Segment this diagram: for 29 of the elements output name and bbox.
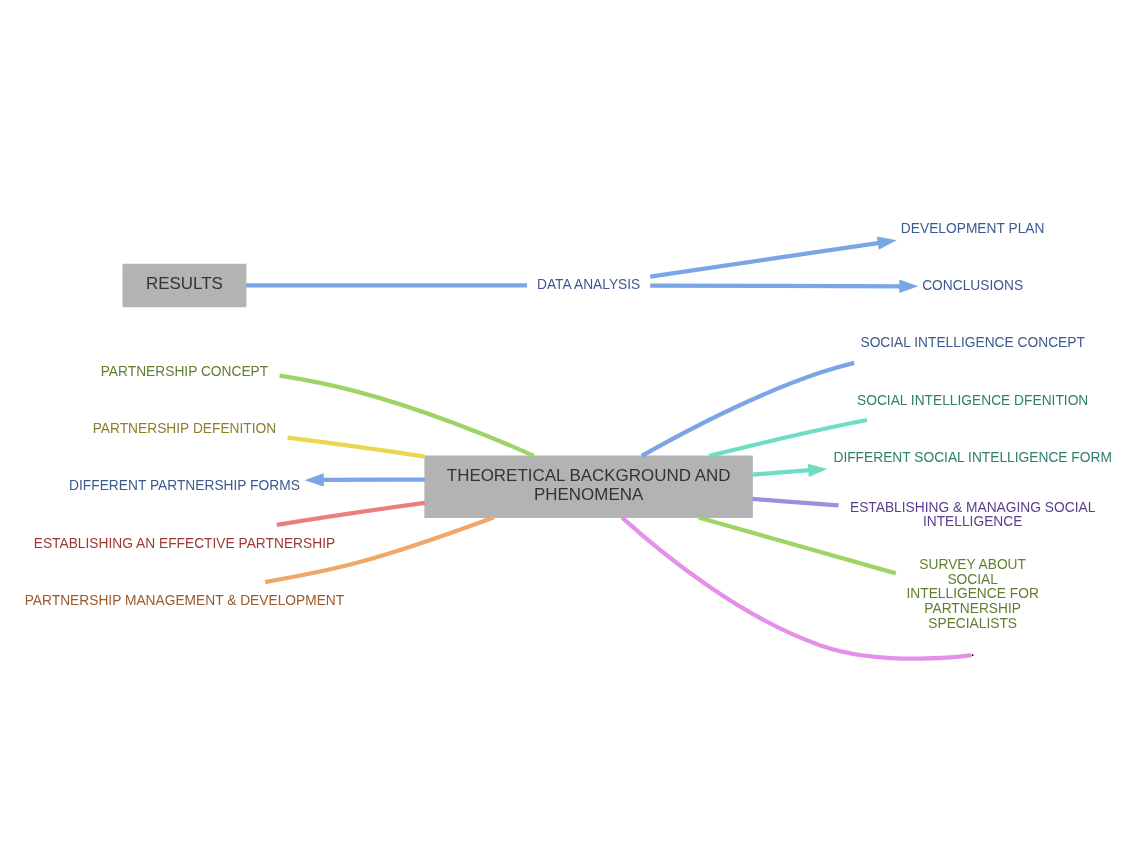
arrow <box>304 472 425 487</box>
node-text: SURVEY ABOUT SOCIAL INTELLIGENCE FOR PARTNERSHIP SPECIALISTS <box>906 556 1039 631</box>
arrow <box>752 463 828 477</box>
node-text: CONCLUSIONS <box>922 277 1024 293</box>
node-text: ESTABLISHING AN EFFECTIVE PARTNERSHIP <box>33 535 336 551</box>
node-text: DIFFERENT SOCIAL INTELLIGENCE FORM <box>833 449 1112 465</box>
node-box: THEORETICAL BACKGROUND AND PHENOMENA <box>424 455 753 518</box>
connector <box>698 515 897 575</box>
node-text: DIFFERENT PARTNERSHIP FORMS <box>69 477 300 493</box>
connector <box>264 515 495 584</box>
node-text: PARTNERSHIP MANAGEMENT & DEVELOPMENT <box>24 592 345 608</box>
node-text: ESTABLISHING & MANAGING SOCIAL INTELLIGENCE <box>850 499 1096 529</box>
connector <box>620 515 972 661</box>
node-text: PARTNERSHIP CONCEPT <box>100 363 269 379</box>
connector <box>246 282 528 288</box>
node-text: SOCIAL INTELLIGENCE DFENITION <box>857 392 1089 408</box>
connector <box>640 360 855 458</box>
node-text: PARTNERSHIP DEFENITION <box>92 420 277 436</box>
node-text: DATA ANALYSIS <box>536 276 641 292</box>
arrow <box>649 235 897 279</box>
connector <box>287 435 426 459</box>
node-text: SOCIAL INTELLIGENCE CONCEPT <box>860 334 1085 350</box>
node-box: RESULTS <box>122 263 247 307</box>
connector <box>276 500 426 527</box>
connector <box>279 373 535 458</box>
connector <box>708 417 868 458</box>
connector <box>752 496 839 507</box>
arrow <box>650 279 919 293</box>
node-text: DEVELOPMENT PLAN <box>900 220 1045 236</box>
